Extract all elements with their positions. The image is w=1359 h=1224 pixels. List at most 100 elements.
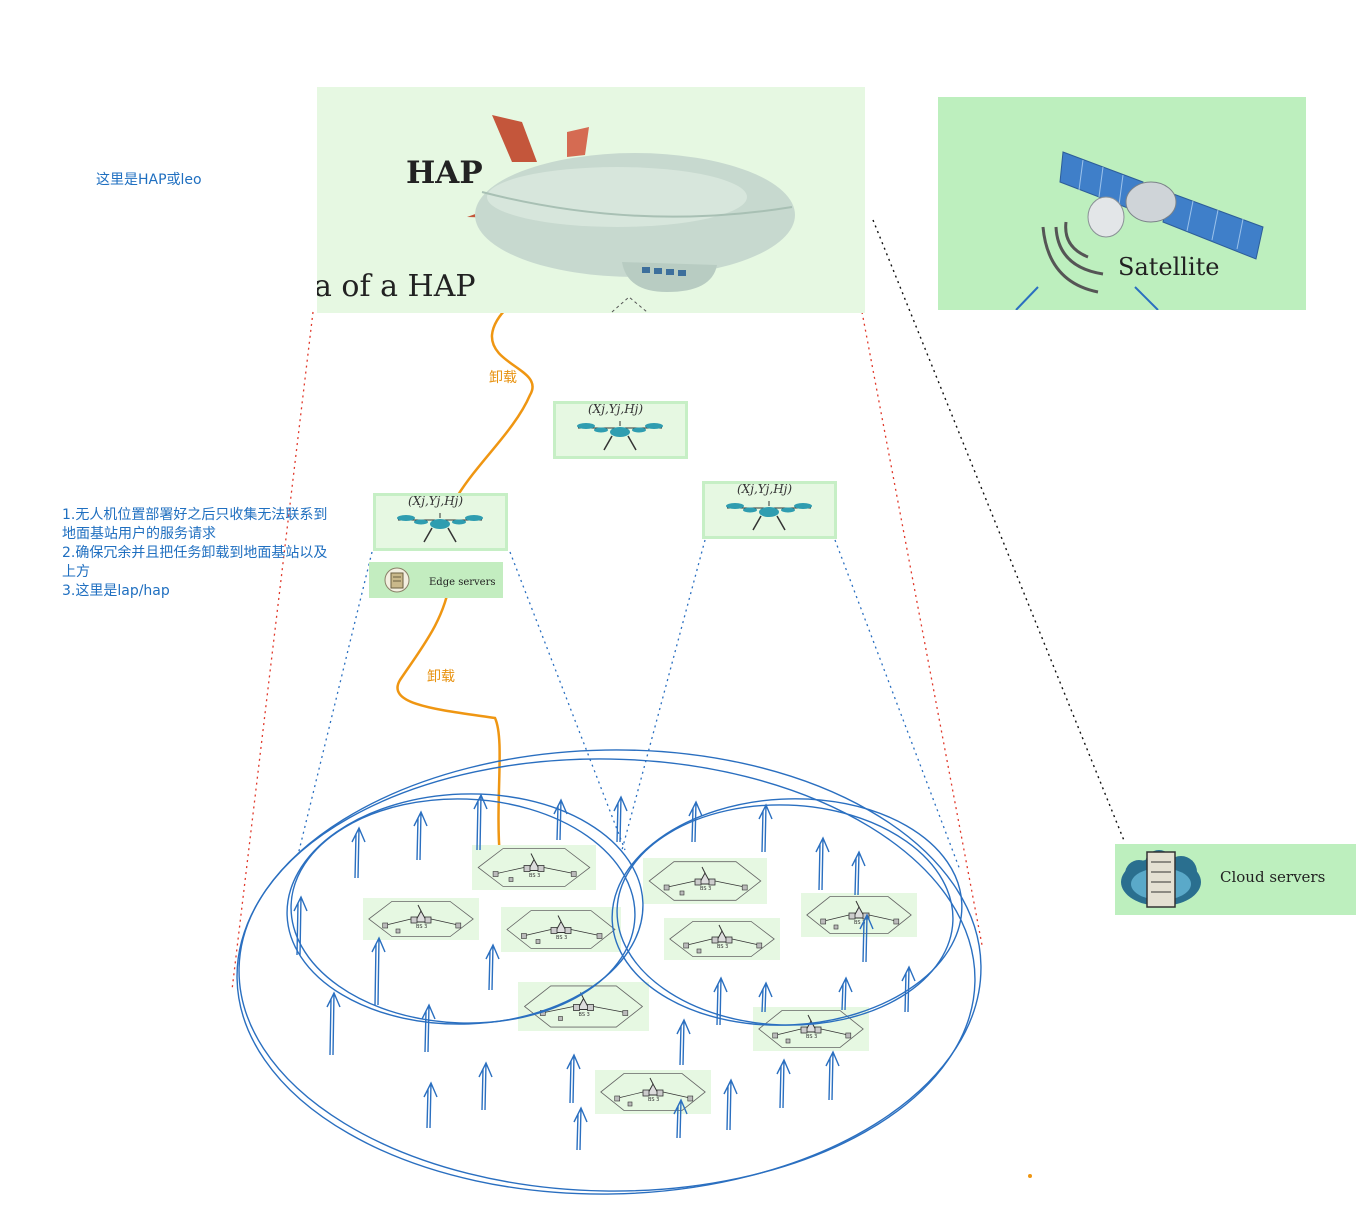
- offload-path-lower: [396, 579, 502, 859]
- note-line-2: 地面基站用户的服务请求: [62, 526, 216, 542]
- offload-label-lower: 卸载: [427, 669, 455, 685]
- note-line-3: 2.确保冗余并且把任务卸载到地面基站以及: [62, 545, 328, 561]
- user-arrow-icon: [371, 936, 386, 1006]
- user-arrow-icon: [421, 1003, 436, 1053]
- user-arrow-icon: [485, 943, 500, 991]
- airship-tail-fin-top: [492, 115, 537, 162]
- airship-tail-fin-right: [567, 127, 589, 157]
- uav-right-coverage-ellipse: [611, 798, 963, 1026]
- user-arrow-icon: [423, 1081, 438, 1129]
- edge-servers-card: Edge servers: [369, 562, 503, 598]
- orange-dot: [1028, 1174, 1032, 1178]
- base-station-card: BS 3: [363, 898, 479, 940]
- uav-left-coverage-ellipse: [286, 793, 644, 1025]
- base-station-label: BS 3: [717, 944, 729, 950]
- edge-server-icon: [384, 567, 410, 593]
- uav-card-left: (Xj,Yj,Hj): [373, 493, 508, 551]
- base-station-label: BS 3: [854, 920, 866, 926]
- uav-coord-label: (Xj,Yj,Hj): [737, 482, 793, 496]
- hap-card: HAP a of a HAP: [317, 87, 865, 313]
- base-station-icon: [506, 910, 616, 949]
- base-station-icon: [368, 900, 474, 938]
- user-arrow-icon: [688, 800, 703, 843]
- uav3-coverage-right-line: [834, 539, 961, 871]
- drone-icon: [397, 513, 483, 543]
- user-arrow-icon: [758, 803, 773, 853]
- base-station-icon: [758, 1010, 864, 1048]
- user-arrow-icon: [413, 810, 428, 861]
- uav-card-right: (Xj,Yj,Hj): [702, 481, 837, 539]
- user-arrow-icon: [573, 1106, 588, 1151]
- airship-illustration: [467, 115, 795, 313]
- base-station-label: BS 3: [529, 872, 541, 879]
- base-station-label: BS 3: [578, 1011, 590, 1018]
- base-station-card: BS 3: [501, 907, 621, 952]
- satellite-card: Satellite: [938, 97, 1306, 310]
- cloud-servers-card: Cloud servers: [1115, 844, 1356, 915]
- base-station-card: BS 3: [753, 1007, 869, 1051]
- user-arrow-icon: [776, 1058, 791, 1109]
- edge-servers-label: Edge servers: [429, 577, 496, 588]
- uav-card-center: (Xj,Yj,Hj): [553, 401, 688, 459]
- user-arrow-icon: [553, 798, 568, 841]
- offload-label-upper: 卸载: [489, 370, 517, 386]
- satellite-label: Satellite: [1118, 253, 1220, 281]
- user-arrow-icon: [851, 850, 866, 896]
- user-arrow-icon: [351, 826, 366, 879]
- satellite-illustration: [1015, 151, 1264, 310]
- base-station-icon: [600, 1073, 706, 1111]
- user-arrow-icon: [326, 991, 341, 1056]
- note-line-1: 1.无人机位置部署好之后只收集无法联系到: [62, 507, 328, 523]
- uav-coord-label: (Xj,Yj,Hj): [588, 402, 644, 416]
- user-arrow-icon: [901, 965, 916, 1013]
- drone-icon: [726, 501, 812, 531]
- user-arrow-icon: [478, 1061, 493, 1111]
- satellite-body: [1125, 181, 1177, 223]
- base-station-icon: [648, 861, 762, 901]
- base-station-card: BS 3: [595, 1070, 711, 1114]
- base-station-label: BS 3: [806, 1034, 818, 1040]
- note-line-5: 3.这里是lap/hap: [62, 583, 170, 599]
- user-arrow-icon: [676, 1018, 691, 1066]
- user-arrow-icon: [838, 976, 853, 1011]
- user-arrow-icon: [815, 836, 830, 891]
- note-hap-or-leo: 这里是HAP或leo: [96, 172, 202, 188]
- satellite-signal-arc-1: [1064, 221, 1089, 259]
- hap-title: HAP: [406, 155, 483, 191]
- user-arrow-icon: [859, 913, 874, 963]
- base-station-card: BS 3: [643, 858, 767, 904]
- user-arrow-icon: [613, 795, 628, 843]
- base-station-icon: [477, 848, 591, 887]
- user-request-arrows: [293, 793, 916, 1151]
- user-arrow-icon: [758, 981, 773, 1013]
- satellite-cloud-link-line: [872, 219, 1126, 844]
- base-station-label: BS 3: [700, 886, 712, 892]
- user-arrow-icon: [473, 793, 488, 851]
- base-station-card: BS 3: [518, 982, 649, 1031]
- note-line-4: 上方: [62, 564, 90, 580]
- base-station-card: BS 3: [664, 918, 780, 960]
- cloud-servers-label: Cloud servers: [1220, 868, 1326, 886]
- user-arrow-icon: [566, 1053, 581, 1104]
- satellite-signal-arc-3: [1054, 226, 1104, 276]
- drone-icon: [577, 421, 663, 451]
- hap-caption-fragment: a of a HAP: [317, 269, 476, 304]
- base-station-icon: [669, 920, 775, 958]
- note-uav-deployment: 1.无人机位置部署好之后只收集无法联系到 地面基站用户的服务请求 2.确保冗余并…: [62, 506, 327, 601]
- hap-coverage-ellipse: [236, 749, 982, 1195]
- user-arrow-icon: [825, 1050, 840, 1101]
- uav1-coverage-left-line: [297, 551, 373, 856]
- user-arrow-icon: [673, 1098, 688, 1139]
- cloud-server-icon: [1121, 850, 1201, 908]
- base-station-label: BS 3: [556, 934, 568, 941]
- base-station-label: BS 3: [648, 1097, 660, 1103]
- satellite-signal-arc-2: [1041, 226, 1099, 294]
- user-arrow-icon: [713, 976, 728, 1026]
- base-station-card: BS 3: [801, 893, 917, 937]
- base-station-label: BS 3: [416, 924, 428, 930]
- user-arrow-icon: [723, 1078, 738, 1131]
- base-station-card: BS 3: [472, 845, 596, 890]
- user-arrow-icon: [293, 895, 308, 956]
